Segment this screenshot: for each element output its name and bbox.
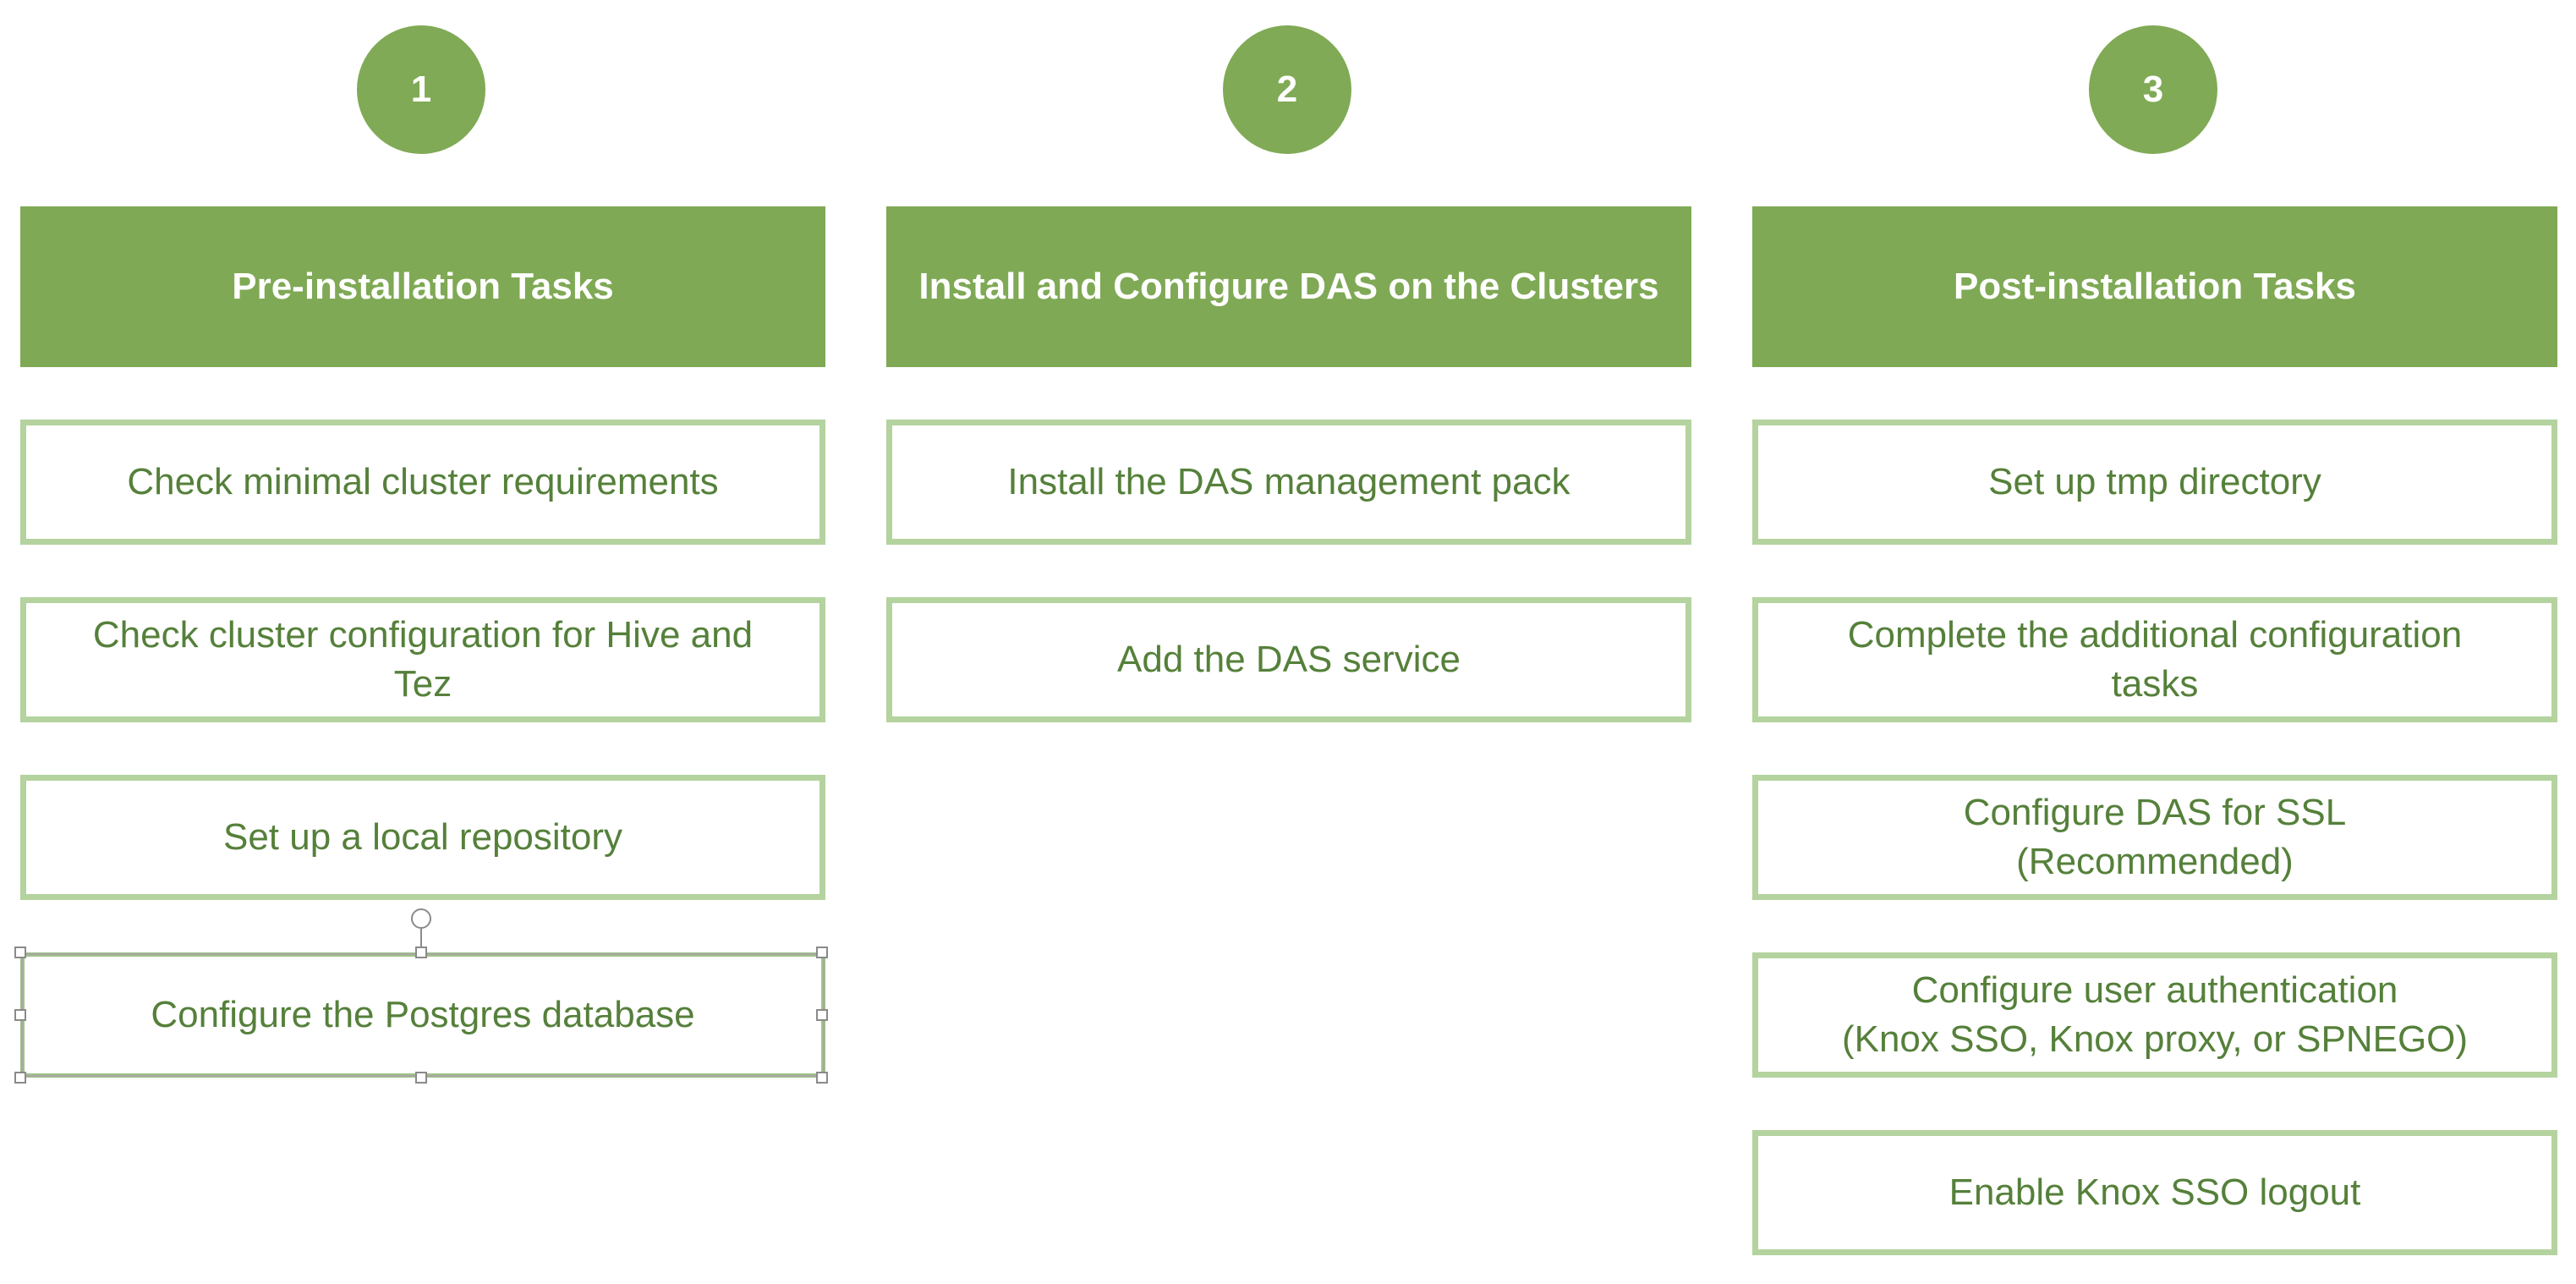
task-check-cluster-configuration[interactable]: Check cluster configuration for Hive and… <box>20 597 825 722</box>
task-configure-user-authentication[interactable]: Configure user authentication (Knox SSO,… <box>1752 952 2557 1078</box>
task-set-up-local-repository[interactable]: Set up a local repository <box>20 775 825 900</box>
resize-handle-top[interactable] <box>415 947 427 958</box>
resize-handle-left[interactable] <box>14 1009 26 1021</box>
step-2-header: Install and Configure DAS on the Cluster… <box>886 206 1691 367</box>
step-1-header: Pre-installation Tasks <box>20 206 825 367</box>
resize-handle-bottom-left[interactable] <box>14 1072 26 1084</box>
step-2-circle: 2 <box>1223 25 1351 154</box>
rotate-handle-icon[interactable] <box>411 908 431 929</box>
task-configure-postgres-database[interactable]: Configure the Postgres database <box>20 952 825 1078</box>
resize-handle-right[interactable] <box>816 1009 828 1021</box>
resize-handle-top-right[interactable] <box>816 947 828 958</box>
resize-handle-bottom-right[interactable] <box>816 1072 828 1084</box>
task-set-up-tmp-directory[interactable]: Set up tmp directory <box>1752 420 2557 545</box>
step-1-circle: 1 <box>357 25 485 154</box>
resize-handle-top-left[interactable] <box>14 947 26 958</box>
task-add-das-service[interactable]: Add the DAS service <box>886 597 1691 722</box>
resize-handle-bottom[interactable] <box>415 1072 427 1084</box>
rotate-connector <box>420 929 422 951</box>
task-check-minimal-cluster-requirements[interactable]: Check minimal cluster requirements <box>20 420 825 545</box>
step-3-header: Post-installation Tasks <box>1752 206 2557 367</box>
step-3-circle: 3 <box>2089 25 2217 154</box>
task-enable-knox-sso-logout[interactable]: Enable Knox SSO logout <box>1752 1130 2557 1255</box>
task-install-das-management-pack[interactable]: Install the DAS management pack <box>886 420 1691 545</box>
task-configure-das-ssl[interactable]: Configure DAS for SSL (Recommended) <box>1752 775 2557 900</box>
task-complete-additional-configuration[interactable]: Complete the additional configuration ta… <box>1752 597 2557 722</box>
